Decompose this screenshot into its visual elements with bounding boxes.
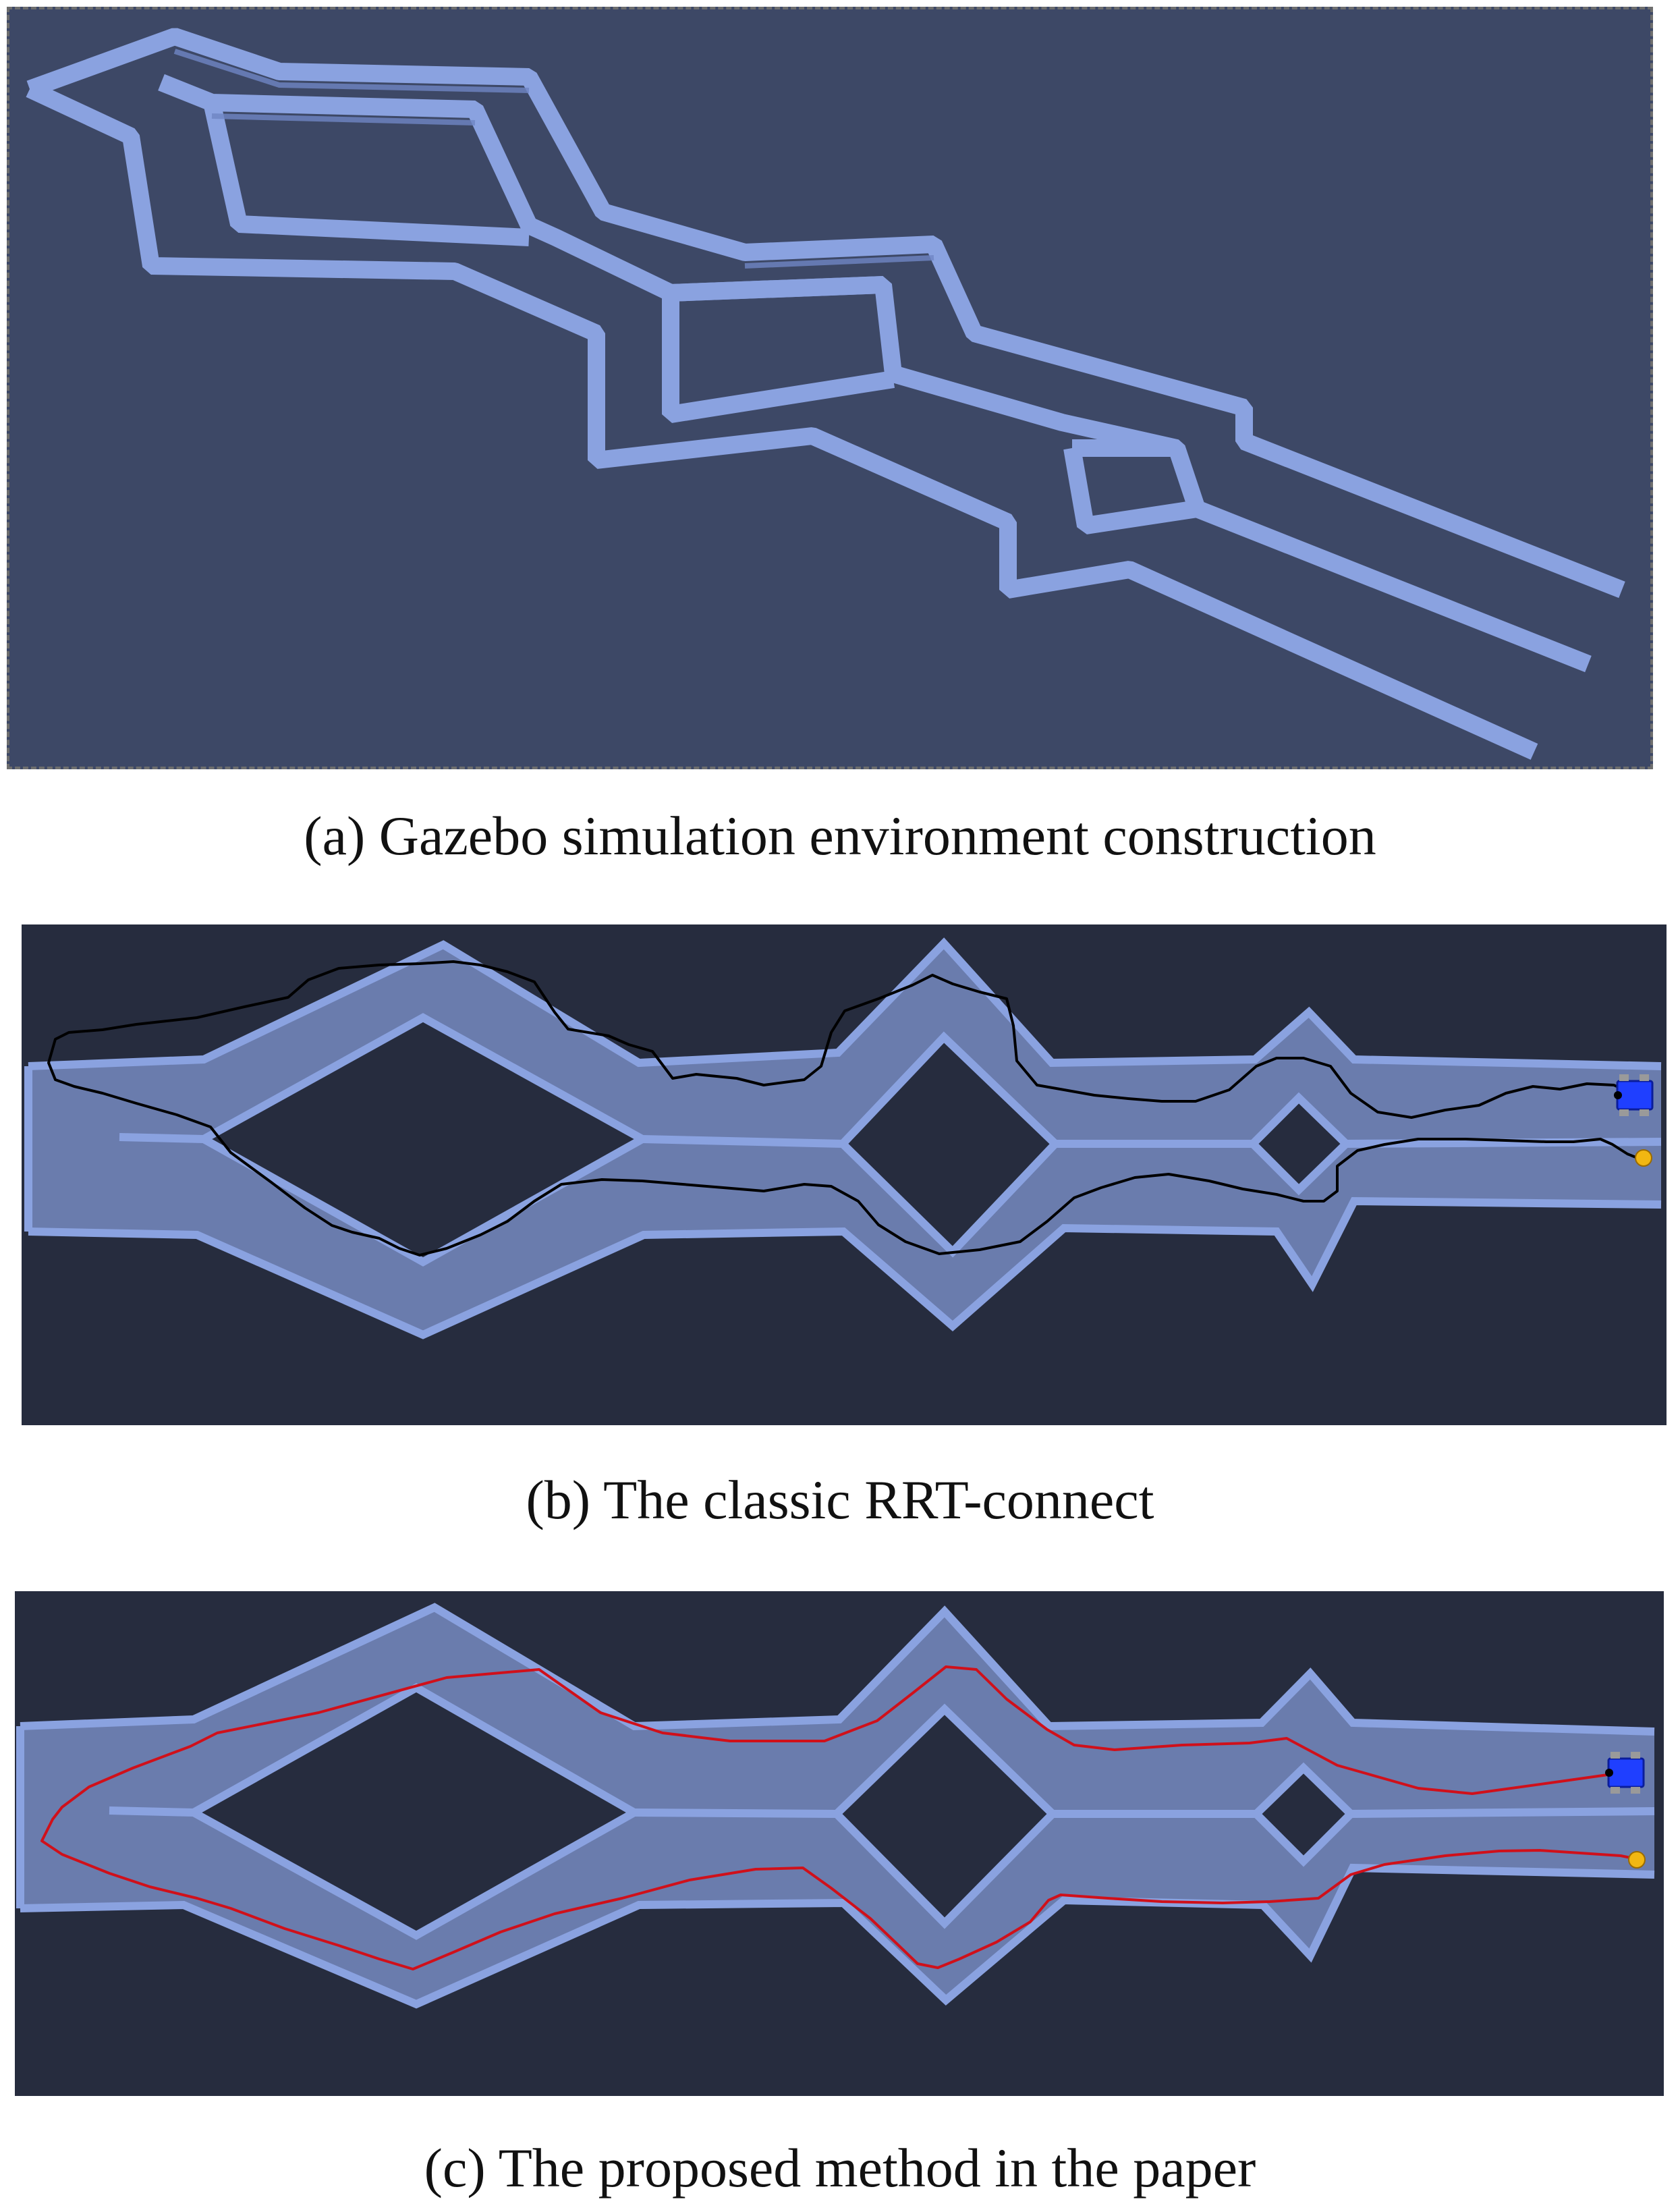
wall-cell-1-right: [467, 105, 537, 229]
wall-inner-upper: [158, 74, 1592, 673]
wall-cell-1: [203, 101, 530, 246]
proposed-method-map: [15, 1591, 1664, 2096]
divider-1: [642, 1135, 843, 1148]
gazebo-walls: [26, 28, 1625, 760]
wall-cell-2: [662, 293, 895, 423]
caption-a: (a) Gazebo simulation environment constr…: [304, 805, 1376, 866]
gazebo-3d-view: [7, 7, 1653, 769]
caption-b: (b) The classic RRT-connect: [526, 1469, 1154, 1530]
goal-sphere-icon: [1628, 1851, 1646, 1869]
wall-shadow-3: [744, 255, 934, 269]
divider-left: [119, 1133, 204, 1143]
wall-shadow-2: [211, 113, 476, 126]
wall-top: [20, 1603, 1655, 1736]
rrt-path: [47, 960, 1638, 1256]
wall-shadow-1: [173, 49, 530, 93]
rrt-connect-map: [22, 924, 1667, 1425]
wall-bottom: [28, 1196, 1662, 1339]
wall-cell-3: [1063, 446, 1198, 534]
corridor-fill: [20, 1607, 1654, 2004]
wall-inner-lower: [26, 81, 1538, 760]
wall-top: [28, 937, 1662, 1070]
proposed-path: [40, 1665, 1635, 1970]
mobile-robot-icon: [1614, 1074, 1654, 1116]
divider-left: [109, 1806, 194, 1817]
goal-sphere-icon: [1635, 1149, 1652, 1167]
divider-1: [634, 1808, 837, 1818]
caption-c: (c) The proposed method in the paper: [424, 2137, 1256, 2199]
wall-bottom: [20, 1863, 1655, 2009]
wall-lower-step: [808, 428, 1012, 530]
map-b: [24, 937, 1662, 1339]
wall-outer-upper: [26, 28, 1625, 599]
mobile-robot-icon: [1605, 1752, 1645, 1794]
map-c: [16, 1603, 1655, 2009]
wall-cell-2-top: [670, 276, 884, 302]
divider-3: [1350, 1807, 1655, 1818]
